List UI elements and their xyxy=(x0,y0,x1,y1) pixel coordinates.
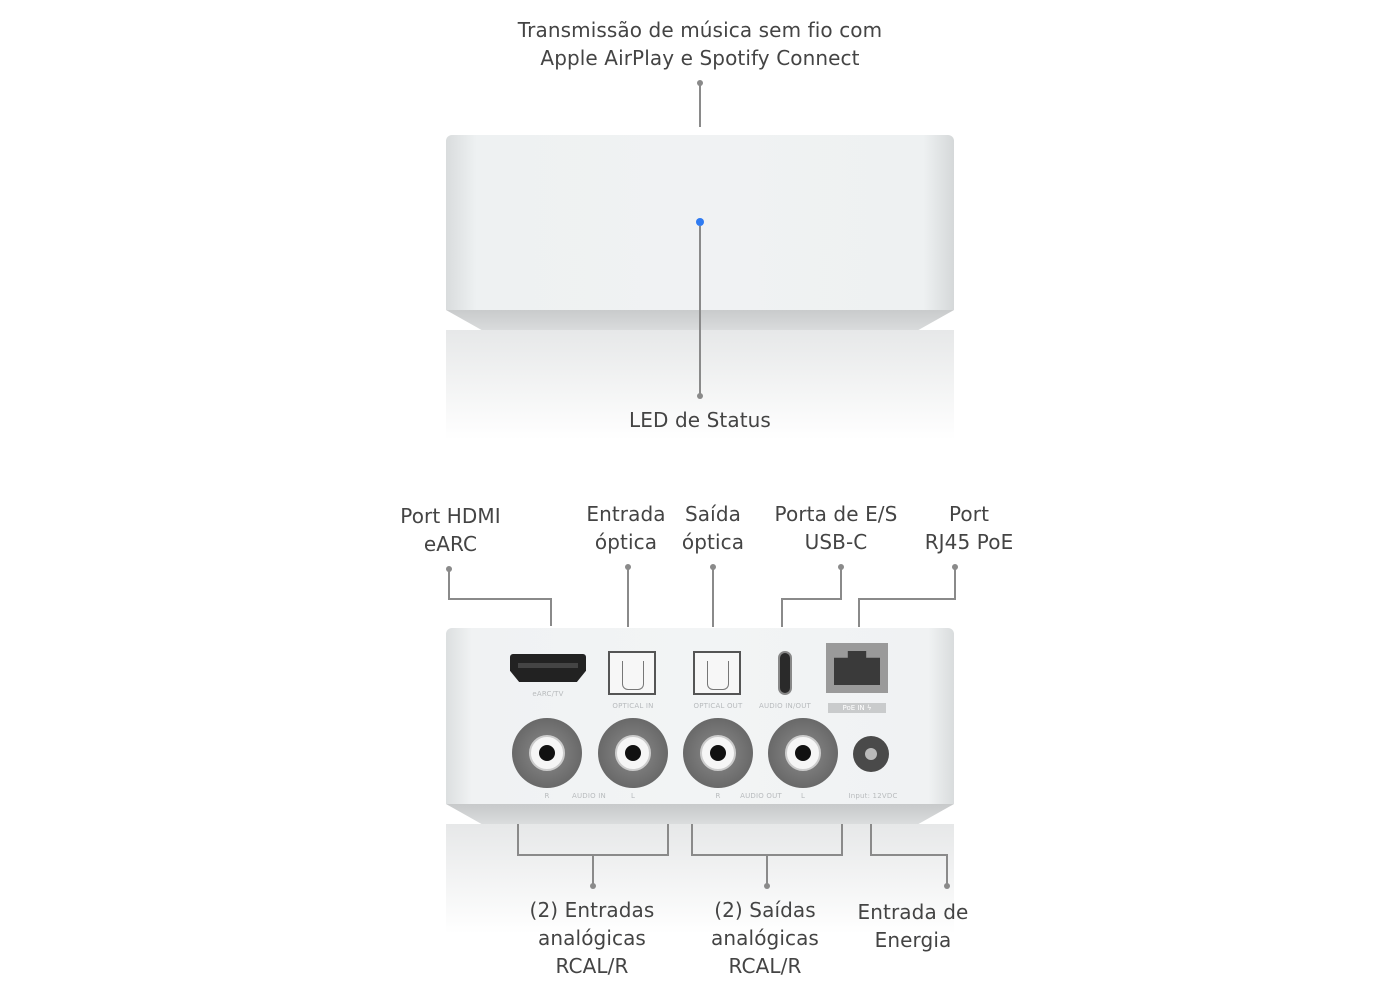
analog-outputs-label: (2) Saídas analógicas RCAL/R xyxy=(711,898,819,978)
optical-in-port-icon xyxy=(608,651,656,695)
rj45-poe-label: Port RJ45 PoE xyxy=(924,502,1014,554)
status-led-icon xyxy=(696,218,704,226)
power-caption: Input: 12VDC xyxy=(848,792,898,800)
rca-audio-in-r-icon xyxy=(512,718,582,788)
callout-line xyxy=(781,598,842,600)
callout-line xyxy=(858,598,956,600)
callout-line xyxy=(712,567,714,627)
audio-in-caption: AUDIO IN xyxy=(571,792,606,800)
rca-audio-out-r-icon xyxy=(683,718,753,788)
usbc-label: Porta de E/S USB-C xyxy=(774,502,898,554)
poe-badge: PoE IN ϟ xyxy=(828,703,886,713)
analog-inputs-label: (2) Entradas analógicas RCAL/R xyxy=(529,898,655,978)
device-back-base xyxy=(446,804,954,824)
rca-audio-in-l-icon xyxy=(598,718,668,788)
optical-out-port-icon xyxy=(693,651,741,695)
audio-out-l-caption: L xyxy=(800,792,806,800)
optical-in-label: Entrada óptica xyxy=(586,502,666,554)
usb-c-port-icon xyxy=(778,651,792,695)
dc-power-jack-icon xyxy=(853,736,889,772)
callout-line xyxy=(550,598,552,626)
callout-line xyxy=(627,567,629,627)
callout-line xyxy=(870,854,948,856)
callout-line xyxy=(699,83,701,127)
audio-out-caption: AUDIO OUT xyxy=(740,792,782,800)
back-reflection xyxy=(446,824,954,934)
callout-line xyxy=(448,569,450,599)
callout-line xyxy=(840,567,842,599)
rj45-jack-icon xyxy=(834,651,880,685)
optical-out-label: Saída óptica xyxy=(681,502,745,554)
audio-in-r-caption: R xyxy=(544,792,550,800)
callout-line xyxy=(691,824,693,856)
hdmi-caption: eARC/TV xyxy=(532,690,564,698)
power-input-label: Entrada de Energia xyxy=(857,900,969,952)
status-led-label: LED de Status xyxy=(629,408,771,432)
callout-dot xyxy=(697,393,703,399)
callout-line xyxy=(766,854,768,884)
callout-line xyxy=(517,824,519,856)
callout-line xyxy=(841,824,843,856)
callout-line xyxy=(946,854,948,884)
usbc-caption: AUDIO IN/OUT xyxy=(758,702,812,710)
callout-line xyxy=(448,598,552,600)
callout-line xyxy=(667,824,669,856)
optical-in-caption: OPTICAL IN xyxy=(612,702,654,710)
callout-line xyxy=(781,598,783,627)
airplay-spotify-label: Transmissão de música sem fio com Apple … xyxy=(517,18,883,70)
callout-line xyxy=(870,824,872,856)
callout-line xyxy=(592,854,594,884)
callout-dot xyxy=(944,883,950,889)
audio-out-r-caption: R xyxy=(715,792,721,800)
optical-out-caption: OPTICAL OUT xyxy=(693,702,743,710)
hdmi-port-icon xyxy=(510,654,586,682)
callout-line xyxy=(954,567,956,599)
audio-in-l-caption: L xyxy=(630,792,636,800)
callout-line xyxy=(699,226,701,394)
callout-line xyxy=(858,598,860,627)
callout-dot xyxy=(764,883,770,889)
hdmi-earc-label: Port HDMI eARC xyxy=(400,504,501,556)
callout-dot xyxy=(590,883,596,889)
rca-audio-out-l-icon xyxy=(768,718,838,788)
rj45-port-icon xyxy=(826,643,888,693)
